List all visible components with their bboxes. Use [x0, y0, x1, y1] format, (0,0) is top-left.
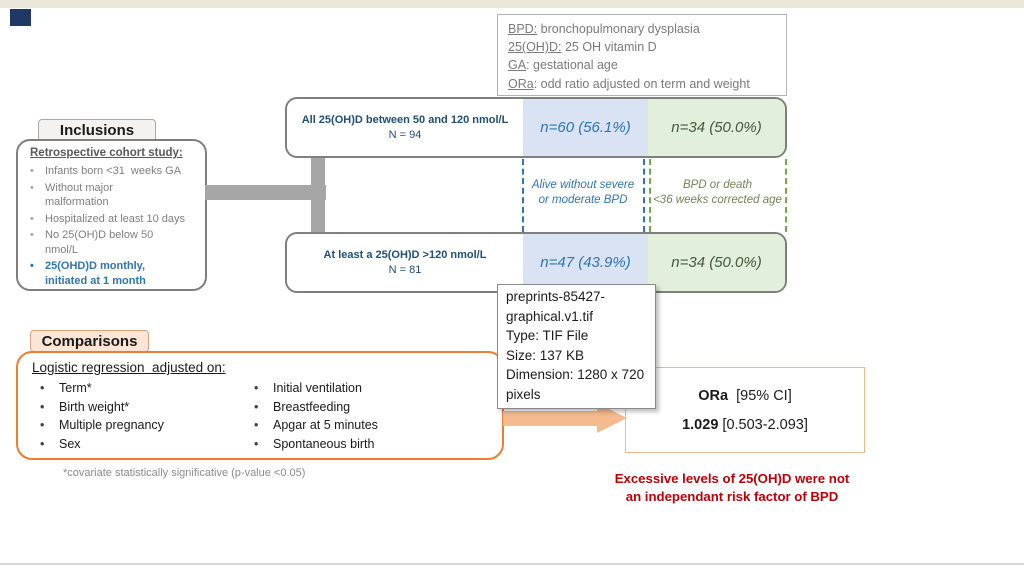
- list-item: •Spontaneous birth: [254, 435, 488, 454]
- top-strip: [0, 0, 1024, 8]
- bullet-icon: •: [254, 418, 259, 432]
- inclusions-box: Retrospective cohort study: •Infants bor…: [16, 139, 207, 291]
- comparisons-columns: •Term* •Birth weight* •Multiple pregnanc…: [32, 379, 488, 453]
- bullet-icon: •: [40, 399, 45, 414]
- bullet-icon: •: [30, 165, 34, 177]
- connector-horizontal: [205, 185, 326, 200]
- outcome-label-bpd: BPD or death <36 weeks corrected age: [653, 179, 782, 206]
- flow-row-normal-range: All 25(OH)D between 50 and 120 nmol/L N …: [285, 97, 787, 158]
- list-item: •Initial ventilation: [254, 379, 488, 398]
- tooltip-dimension-line: Dimension: 1280 x 720: [506, 367, 645, 382]
- dashed-line-green-right: [785, 159, 787, 232]
- inclusions-heading: Retrospective cohort study:: [30, 147, 183, 159]
- bullet-icon: •: [30, 212, 34, 225]
- list-item: •Term*: [40, 379, 254, 398]
- bullet-icon: •: [40, 436, 45, 451]
- legend-text: 25 OH vitamin D: [561, 40, 657, 55]
- tooltip-type-line: Type: TIF File: [506, 328, 589, 343]
- corner-accent: [10, 9, 31, 26]
- legend-text: : gestational age: [526, 58, 618, 73]
- list-item: •Sex: [40, 435, 254, 454]
- legend-abbr: BPD:: [508, 22, 538, 36]
- bullet-icon: •: [254, 399, 259, 414]
- list-item: •No 25(OH)D below 50 nmol/L: [30, 229, 154, 256]
- list-item: •Apgar at 5 minutes: [254, 416, 488, 435]
- group-label: At least a 25(OH)D >120 nmol/L: [323, 249, 487, 261]
- ora-header: ORa [95% CI]: [698, 387, 792, 404]
- bullet-icon: •: [40, 381, 45, 395]
- comparisons-column-1: •Term* •Birth weight* •Multiple pregnanc…: [32, 379, 254, 453]
- bullet-icon: •: [254, 436, 259, 451]
- significance-footnote: *covariate statistically significative (…: [63, 467, 306, 479]
- bottom-divider: [0, 563, 1024, 565]
- list-item: •Infants born <31 weeks GA: [30, 165, 182, 177]
- tooltip-filename-line: graphical.v1.tif: [506, 308, 594, 324]
- abbreviation-legend: BPD: bronchopulmonary dysplasia 25(OH)D:…: [497, 14, 787, 96]
- dashed-line-green-left: [649, 159, 651, 232]
- bullet-icon: •: [30, 181, 34, 194]
- outcome-label-alive: Alive without severe or moderate BPD: [531, 179, 635, 206]
- comparisons-box: Logistic regression adjusted on: •Term* …: [16, 351, 504, 460]
- bullet-icon: •: [254, 381, 259, 395]
- flow-row-label: At least a 25(OH)D >120 nmol/L N = 81: [287, 234, 523, 291]
- comparisons-heading: Logistic regression adjusted on:: [32, 360, 226, 375]
- cell-bpd-count: n=34 (50.0%): [648, 234, 785, 291]
- tooltip-size-line: Size: 137 KB: [506, 347, 585, 363]
- legend-line-ora: ORa: odd ratio adjusted on term and weig…: [508, 75, 776, 93]
- tooltip-filename-line: preprints-85427-: [506, 289, 606, 304]
- legend-abbr: ORa: [508, 76, 534, 91]
- conclusion-text: Excessive levels of 25(OH)D were not an …: [614, 471, 850, 504]
- legend-abbr: 25(OH)D:: [508, 40, 562, 55]
- list-item: •Multiple pregnancy: [40, 416, 254, 435]
- list-item-highlight: •25(OHD)D monthly, initiated at 1 month: [30, 260, 146, 287]
- inclusions-list: •Infants born <31 weeks GA •Without majo…: [30, 164, 197, 288]
- dashed-line-blue-right: [643, 159, 645, 232]
- ora-value: 1.029 [0.503-2.093]: [682, 416, 808, 433]
- cell-alive-count: n=60 (56.1%): [523, 99, 648, 156]
- right-arrow-icon: [503, 411, 598, 426]
- group-label: All 25(OH)D between 50 and 120 nmol/L: [301, 114, 509, 126]
- cell-bpd-count: n=34 (50.0%): [648, 99, 785, 156]
- list-item: •Hospitalized at least 10 days: [30, 212, 186, 225]
- cell-alive-count: n=47 (43.9%): [523, 234, 648, 291]
- legend-text: : odd ratio adjusted on term and weight: [533, 76, 750, 91]
- bullet-icon: •: [30, 260, 34, 272]
- legend-line-25ohd: 25(OH)D: 25 OH vitamin D: [508, 38, 776, 56]
- tooltip-dimension-line: pixels: [506, 386, 541, 402]
- list-item: •Breastfeeding: [254, 398, 488, 417]
- flow-row-label: All 25(OH)D between 50 and 120 nmol/L N …: [287, 99, 523, 156]
- legend-text: bronchopulmonary dysplasia: [537, 22, 700, 36]
- odds-ratio-box: ORa [95% CI] 1.029 [0.503-2.093]: [625, 367, 865, 453]
- list-item: •Birth weight*: [40, 398, 254, 417]
- group-n: N = 94: [388, 129, 422, 141]
- comparisons-title: Comparisons: [30, 330, 149, 352]
- dashed-line-blue-left: [522, 159, 524, 232]
- legend-line-ga: GA: gestational age: [508, 56, 776, 74]
- group-n: N = 81: [388, 264, 422, 276]
- list-item: •Without major malformation: [30, 181, 113, 209]
- comparisons-column-2: •Initial ventilation •Breastfeeding •Apg…: [254, 379, 488, 453]
- bullet-icon: •: [40, 418, 45, 432]
- legend-abbr: GA: [508, 58, 527, 73]
- legend-line-bpd: BPD: bronchopulmonary dysplasia: [508, 20, 776, 38]
- file-info-tooltip: preprints-85427- graphical.v1.tif Type: …: [497, 284, 656, 409]
- bullet-icon: •: [30, 229, 34, 241]
- connector-vertical: [311, 156, 325, 234]
- flow-row-high-range: At least a 25(OH)D >120 nmol/L N = 81 n=…: [285, 232, 787, 293]
